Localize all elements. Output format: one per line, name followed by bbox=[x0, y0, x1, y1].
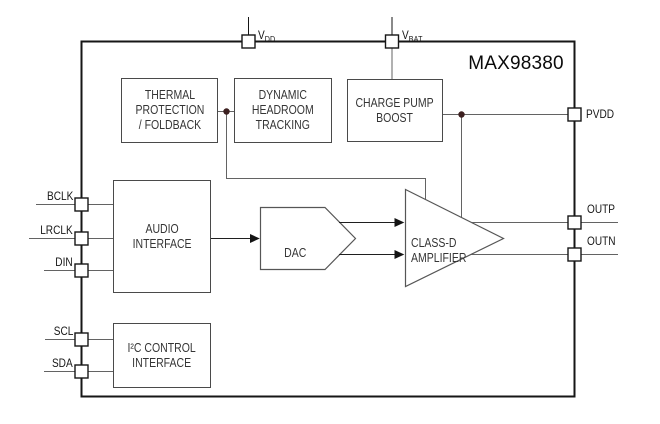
pin-square-vbat bbox=[384, 34, 400, 49]
pin-label-outp: OUTP bbox=[587, 202, 616, 216]
block-audio-interface-label: AUDIO INTERFACE bbox=[132, 221, 192, 251]
chip-title: MAX98380 bbox=[468, 53, 564, 74]
arrowhead-dac-to-classd-upper bbox=[394, 218, 405, 227]
pin-label-lrclk: LRCLK bbox=[40, 223, 73, 237]
pin-square-din bbox=[74, 263, 89, 278]
pin-label-sda: SDA bbox=[52, 356, 73, 370]
arrowhead-dac-to-classd-lower bbox=[394, 250, 405, 259]
junction-dot-thermal-dht bbox=[223, 108, 230, 115]
pin-label-bclk: BCLK bbox=[46, 189, 73, 203]
junction-dot-pvdd bbox=[458, 111, 465, 118]
block-dynamic-headroom-label: DYNAMIC HEADROOM TRACKING bbox=[252, 88, 314, 132]
block-charge-pump-label: CHARGE PUMP BOOST bbox=[355, 95, 435, 125]
pin-label-vbat: VBAT bbox=[402, 28, 423, 44]
classd-amp-label: CLASS-D AMPLIFIER bbox=[411, 236, 467, 265]
pin-label-pvdd: PVDD bbox=[586, 107, 615, 121]
arrowhead-audio-to-dac bbox=[250, 234, 260, 243]
block-audio-interface: AUDIO INTERFACE bbox=[113, 180, 211, 293]
block-thermal-protection: THERMAL PROTECTION / FOLDBACK bbox=[121, 78, 218, 143]
pin-square-pvdd bbox=[567, 107, 582, 122]
pin-square-outp bbox=[567, 215, 582, 230]
pin-square-bclk bbox=[74, 197, 89, 212]
dac-label: DAC bbox=[283, 246, 307, 260]
pin-label-din: DIN bbox=[55, 255, 73, 269]
pin-label-outn: OUTN bbox=[587, 234, 616, 248]
pin-square-sda bbox=[74, 364, 89, 379]
block-i2c-interface: I²C CONTROL INTERFACE bbox=[113, 323, 211, 388]
block-dynamic-headroom: DYNAMIC HEADROOM TRACKING bbox=[234, 78, 332, 143]
pin-label-vdd: VDD bbox=[258, 28, 276, 44]
pin-square-scl bbox=[74, 332, 89, 347]
pin-square-vdd bbox=[241, 34, 256, 49]
pin-square-outn bbox=[567, 247, 582, 262]
pin-label-scl: SCL bbox=[53, 324, 73, 338]
block-charge-pump: CHARGE PUMP BOOST bbox=[347, 79, 443, 142]
wire-dht-branch-to-amp bbox=[226, 111, 426, 205]
pin-square-lrclk bbox=[74, 231, 89, 246]
block-i2c-interface-label: I²C CONTROL INTERFACE bbox=[127, 340, 197, 370]
block-thermal-protection-label: THERMAL PROTECTION / FOLDBACK bbox=[135, 88, 204, 132]
classd-amp-shape bbox=[404, 188, 505, 288]
